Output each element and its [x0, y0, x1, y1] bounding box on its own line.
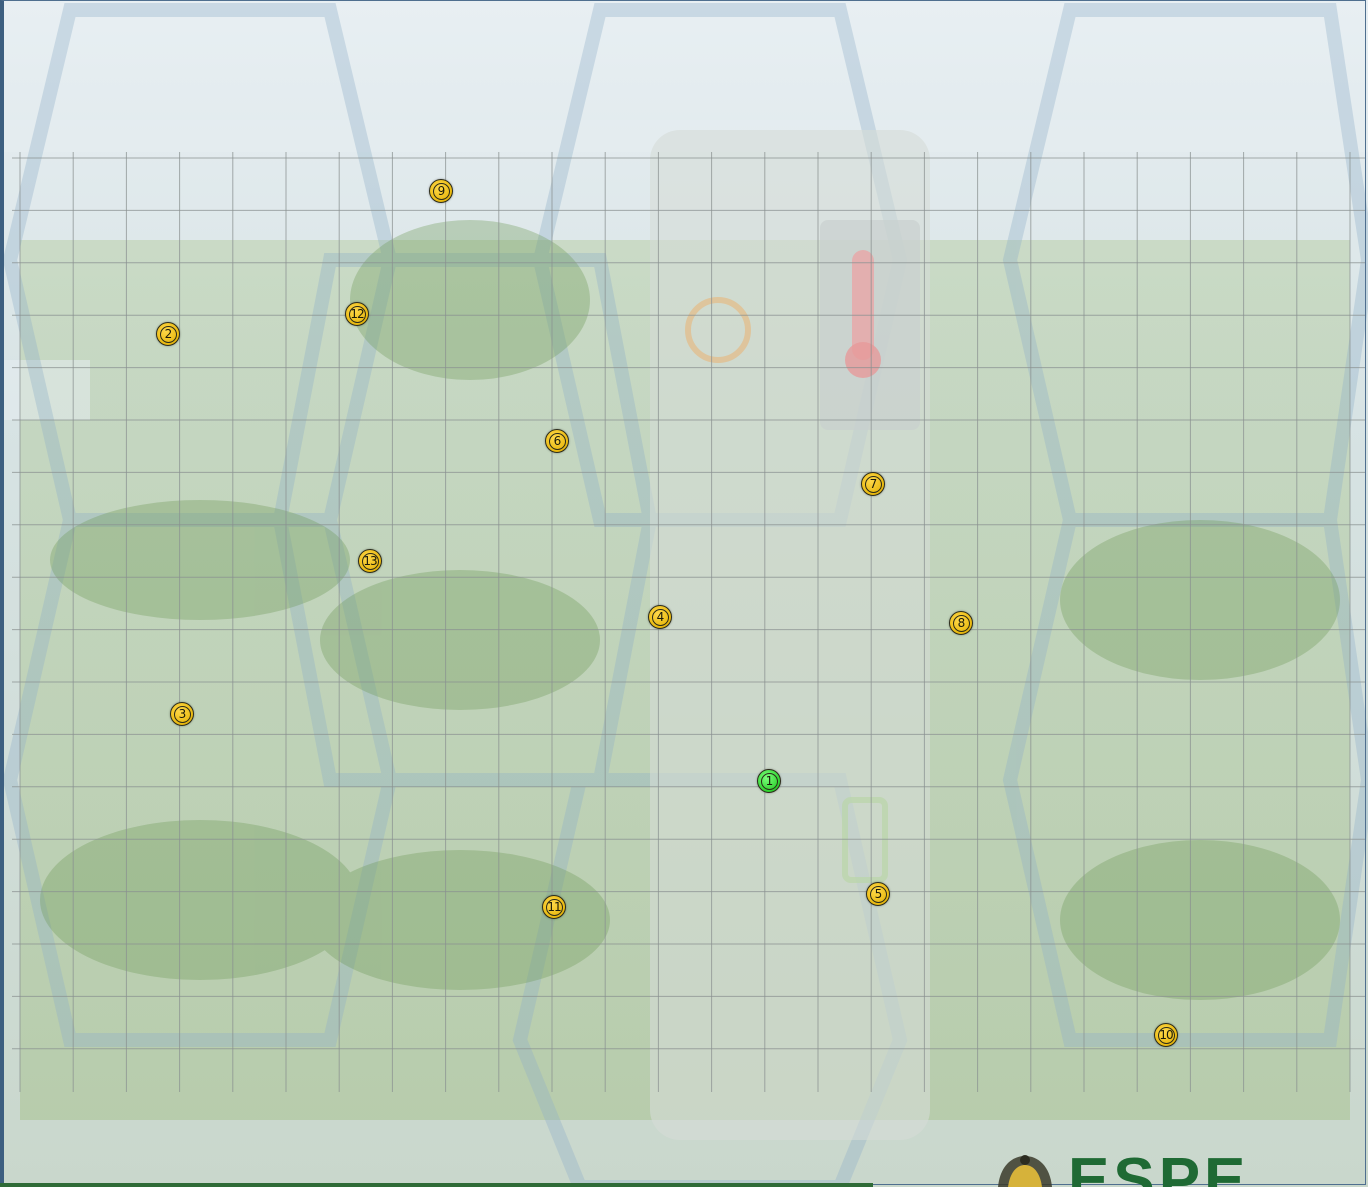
map-marker-9[interactable]: 9: [429, 179, 453, 203]
map-marker-12[interactable]: 12: [345, 302, 369, 326]
marker-label: 10: [1158, 1027, 1175, 1044]
bottom-bar: [0, 1183, 873, 1187]
map-marker-8[interactable]: 8: [949, 611, 973, 635]
map-marker-11[interactable]: 11: [542, 895, 566, 919]
map-marker-2[interactable]: 2: [156, 322, 180, 346]
marker-label: 6: [549, 433, 566, 450]
map-marker-13[interactable]: 13: [358, 549, 382, 573]
map-marker-6[interactable]: 6: [545, 429, 569, 453]
map-marker-7[interactable]: 7: [861, 472, 885, 496]
marker-label: 5: [870, 886, 887, 903]
map-marker-1[interactable]: 1: [757, 769, 781, 793]
marker-label: 8: [953, 615, 970, 632]
map-marker-5[interactable]: 5: [866, 882, 890, 906]
marker-label: 4: [652, 609, 669, 626]
logo-text: ESPE: [1068, 1150, 1249, 1187]
map-marker-3[interactable]: 3: [170, 702, 194, 726]
espe-logo: ESPE: [990, 1148, 1330, 1187]
map-marker-4[interactable]: 4: [648, 605, 672, 629]
crest-icon: [990, 1148, 1060, 1187]
marker-label: 9: [433, 183, 450, 200]
map-marker-10[interactable]: 10: [1154, 1023, 1178, 1047]
marker-label: 12: [349, 306, 366, 323]
marker-label: 3: [174, 706, 191, 723]
marker-label: 1: [761, 773, 778, 790]
marker-label: 2: [160, 326, 177, 343]
marker-label: 11: [546, 899, 563, 916]
marker-label: 7: [865, 476, 882, 493]
marker-label: 13: [362, 553, 379, 570]
